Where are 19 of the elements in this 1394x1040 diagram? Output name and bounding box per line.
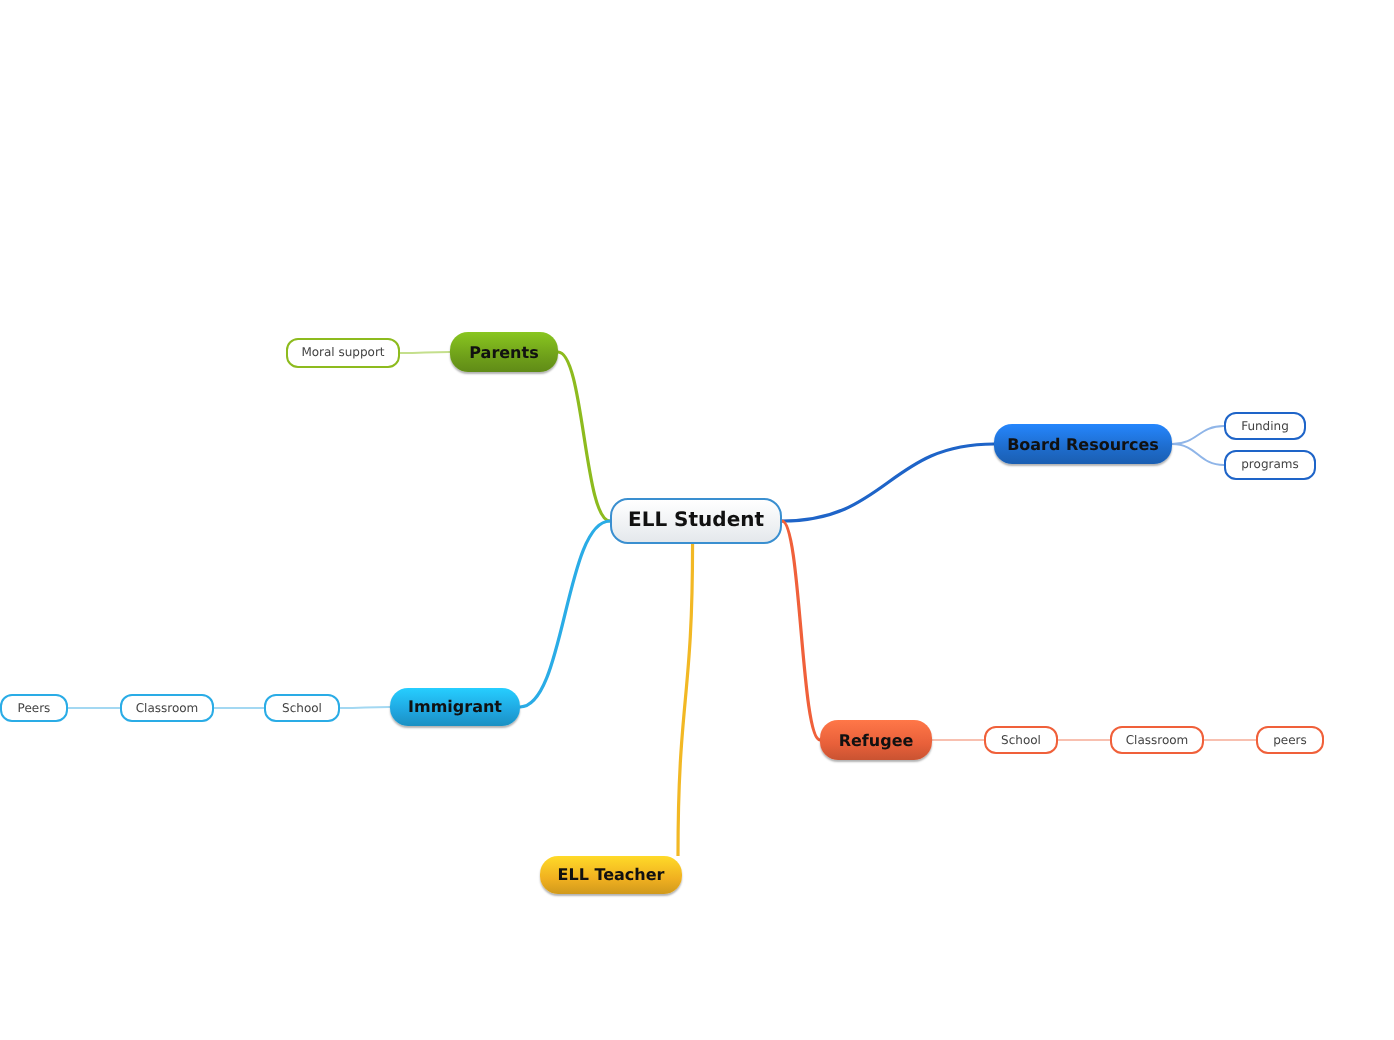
connector xyxy=(1171,443,1225,466)
central-topic: ELL Student xyxy=(610,498,782,544)
connector xyxy=(1203,739,1257,741)
topic-box: Refugee xyxy=(820,720,932,760)
connector xyxy=(780,519,822,742)
connector xyxy=(213,707,265,709)
connector xyxy=(399,351,451,354)
connector xyxy=(67,707,121,709)
connector xyxy=(781,442,995,523)
connector xyxy=(676,544,695,856)
topic-box: ELL Teacher xyxy=(540,856,682,894)
connector xyxy=(1057,739,1111,741)
topic-box: Immigrant xyxy=(390,688,520,726)
topic-box: Board Resources xyxy=(994,424,1172,464)
connector xyxy=(339,706,391,709)
connector xyxy=(557,350,611,523)
connector xyxy=(931,739,985,741)
connector xyxy=(519,519,611,709)
topic-box: Parents xyxy=(450,332,558,372)
